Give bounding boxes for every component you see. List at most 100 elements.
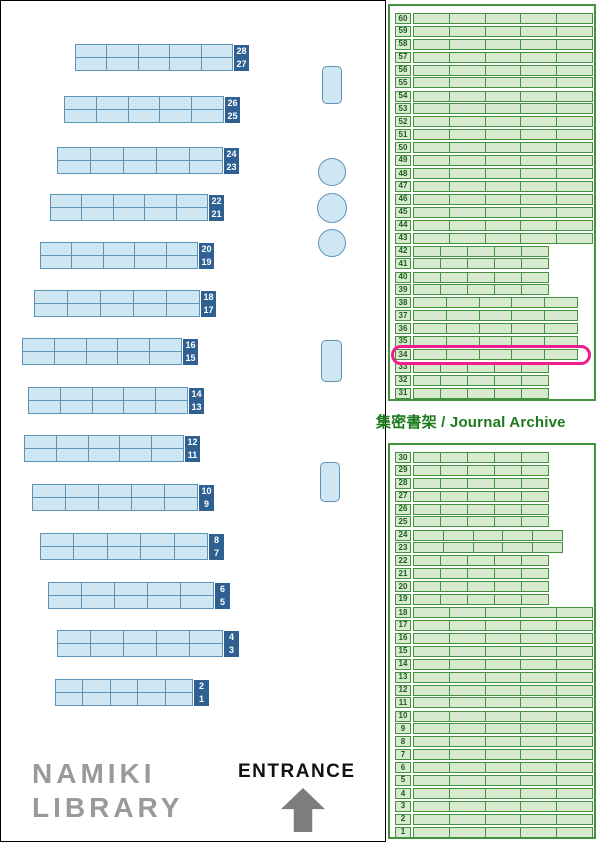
reading-room-outline [0, 0, 386, 842]
archive-shelf-19 [413, 593, 549, 605]
shelf-cell [57, 436, 89, 448]
shelf-cell [441, 388, 468, 398]
shelf-cell [190, 631, 222, 643]
shelf-cell [521, 143, 558, 153]
shelf-13 [28, 400, 188, 414]
library-name-line2: LIBRARY [32, 792, 184, 823]
shelf-4 [57, 630, 223, 644]
archive-shelf-28 [413, 477, 549, 489]
shelf-cell [557, 92, 592, 101]
shelf-cell [83, 693, 111, 705]
shelf-cell [93, 401, 125, 413]
shelf-cell [129, 97, 161, 109]
archive-shelf-40 [413, 271, 549, 283]
shelf-cell [134, 304, 167, 316]
shelf-cell [145, 195, 177, 207]
archive-shelf-60 [413, 13, 593, 24]
shelf-cell [521, 827, 558, 837]
shelf-cell [450, 775, 486, 785]
archive-shelf-number-44: 44 [395, 219, 411, 231]
shelf-cell [557, 40, 592, 49]
shelf-cell [118, 339, 151, 351]
shelf-cell [167, 304, 199, 316]
shelf-cell [486, 672, 522, 682]
shelf-cell [414, 91, 450, 101]
shelf-cell [414, 143, 450, 153]
shelf-number-22: 22 [209, 194, 224, 208]
shelf-cell [414, 298, 447, 308]
shelf-cell [74, 547, 108, 559]
shelf-cell [503, 543, 534, 553]
shelf-cell [468, 582, 495, 592]
shelf-cell [557, 634, 592, 643]
archive-shelf-21 [413, 568, 549, 580]
shelf-27 [75, 57, 233, 71]
archive-shelf-number-3: 3 [395, 800, 411, 812]
shelf-cell [557, 724, 592, 733]
shelf-cell [533, 543, 562, 552]
shelf-cell [557, 621, 592, 630]
shelf-cell [414, 362, 441, 372]
archive-shelf-number-59: 59 [395, 25, 411, 37]
shelf-cell [190, 644, 222, 656]
shelf-cell [557, 117, 592, 126]
archive-shelf-29 [413, 464, 549, 476]
shelf-cell [545, 324, 577, 333]
shelf-cell [450, 65, 486, 75]
shelf-cell [414, 324, 447, 334]
archive-shelf-number-18: 18 [395, 607, 411, 619]
shelf-1 [55, 692, 193, 706]
shelf-28 [75, 44, 233, 58]
shelf-number-2: 2 [194, 679, 209, 693]
shelf-cell [557, 14, 592, 23]
shelf-cell [414, 336, 447, 346]
shelf-cell [495, 259, 522, 269]
shelf-cell [495, 388, 522, 398]
shelf-cell [25, 436, 57, 448]
shelf-cell [129, 110, 161, 122]
shelf-cell [145, 208, 177, 220]
shelf-cell [72, 256, 104, 268]
shelf-12 [24, 435, 184, 449]
shelf-cell [124, 644, 157, 656]
pillar-2 [321, 340, 342, 382]
shelf-cell [450, 633, 486, 643]
shelf-cell [450, 685, 486, 695]
shelf-cell [521, 775, 558, 785]
shelf-cell [87, 339, 119, 351]
shelf-8 [40, 533, 208, 547]
shelf-21 [50, 207, 208, 221]
shelf-cell [414, 620, 450, 630]
shelf-cell [414, 259, 441, 269]
shelf-cell [495, 453, 522, 462]
shelf-cell [486, 78, 522, 88]
shelf-6 [48, 582, 214, 596]
shelf-cell [522, 466, 548, 475]
shelf-cell [414, 750, 450, 760]
archive-shelf-number-21: 21 [395, 568, 411, 580]
shelf-cell [450, 233, 486, 243]
shelf-cell [468, 504, 495, 514]
shelf-cell [557, 195, 592, 204]
shelf-cell [82, 596, 115, 608]
shelf-cell [414, 672, 450, 682]
shelf-cell [135, 256, 167, 268]
shelf-number-19: 19 [199, 255, 214, 269]
shelf-cell [545, 311, 577, 320]
shelf-cell [175, 534, 207, 546]
shelf-18 [34, 290, 200, 304]
archive-shelf-number-20: 20 [395, 581, 411, 593]
archive-shelf-number-17: 17 [395, 619, 411, 631]
shelf-cell [114, 208, 146, 220]
shelf-cell [486, 181, 522, 191]
shelf-number-28: 28 [234, 44, 249, 58]
shelf-cell [486, 39, 522, 49]
shelf-cell [521, 646, 558, 656]
shelf-cell [170, 58, 202, 70]
shelf-cell [441, 594, 468, 604]
shelf-5 [48, 595, 214, 609]
shelf-cell [414, 633, 450, 643]
shelf-cell [33, 498, 66, 510]
shelf-19 [40, 255, 198, 269]
archive-shelf-number-16: 16 [395, 632, 411, 644]
